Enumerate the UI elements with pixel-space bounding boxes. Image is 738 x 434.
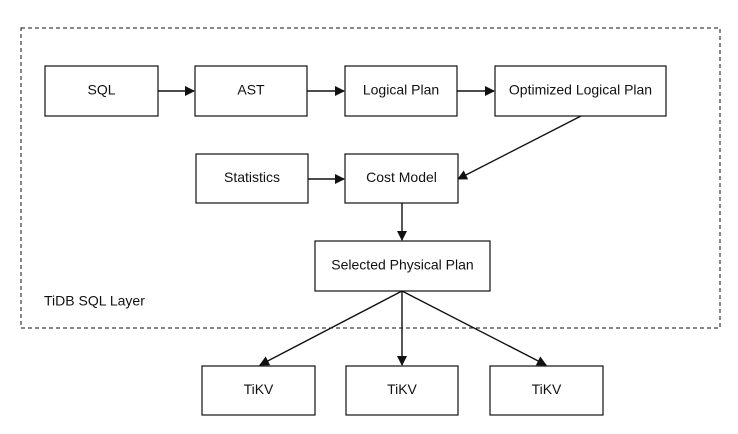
node-tikv-1: TiKV xyxy=(201,365,316,416)
node-sql-box xyxy=(44,65,159,117)
node-tikv-1-box xyxy=(201,365,316,416)
node-logical-plan: Logical Plan xyxy=(344,65,458,117)
node-selected-physical-plan: Selected Physical Plan xyxy=(314,240,491,292)
edge-selected-physical-plan-to-tikv-3 xyxy=(401,290,547,366)
node-tikv-3-label: TiKV xyxy=(532,381,562,397)
node-optimized-logical-plan-box xyxy=(494,65,667,117)
edge-selected-physical-plan-to-tikv-1 xyxy=(259,290,403,366)
node-tikv-2-label: TiKV xyxy=(387,381,417,397)
node-cost-model-label: Cost Model xyxy=(366,169,437,185)
tidb-sql-layer-boundary xyxy=(20,27,721,329)
node-tikv-1-label: TiKV xyxy=(244,381,274,397)
node-statistics-label: Statistics xyxy=(224,169,280,185)
node-tikv-2: TiKV xyxy=(345,365,459,416)
node-ast-label: AST xyxy=(237,82,265,98)
node-sql-label: SQL xyxy=(87,82,115,98)
tidb-sql-layer-label: TiDB SQL Layer xyxy=(44,293,145,309)
node-tikv-3-box xyxy=(489,365,604,416)
node-cost-model: Cost Model xyxy=(344,153,459,204)
node-logical-plan-box xyxy=(344,65,458,117)
node-ast: AST xyxy=(194,65,308,117)
node-logical-plan-label: Logical Plan xyxy=(363,82,439,98)
node-tikv-2-box xyxy=(345,365,459,416)
node-optimized-logical-plan-label: Optimized Logical Plan xyxy=(509,82,652,98)
node-selected-physical-plan-label: Selected Physical Plan xyxy=(331,257,473,273)
node-cost-model-box xyxy=(344,153,459,204)
node-tikv-3: TiKV xyxy=(489,365,604,416)
node-ast-box xyxy=(194,65,308,117)
node-sql: SQL xyxy=(44,65,159,117)
node-statistics-box xyxy=(195,153,309,204)
node-selected-physical-plan-box xyxy=(314,240,491,292)
node-statistics: Statistics xyxy=(195,153,309,204)
node-optimized-logical-plan: Optimized Logical Plan xyxy=(494,65,667,117)
edge-optimized-logical-plan-to-cost-model xyxy=(457,115,582,180)
